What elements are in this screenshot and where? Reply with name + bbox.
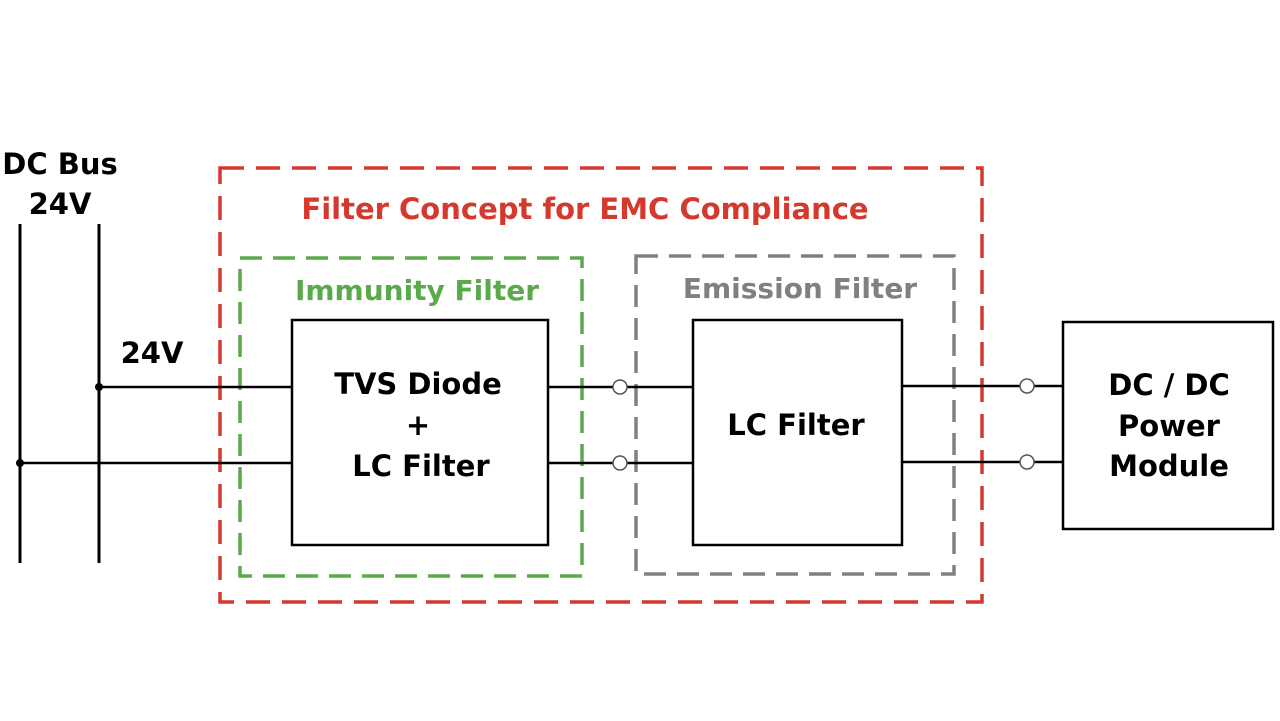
dcdc-power-module-block bbox=[1061, 320, 1275, 531]
connector-bottom-2 bbox=[1019, 454, 1035, 470]
dcdc-block-line1: DC / DC bbox=[1108, 368, 1230, 402]
lc-block-label: LC Filter bbox=[727, 408, 865, 442]
tvs-block-line2: + bbox=[406, 408, 430, 442]
dcdc-block-line2: Power bbox=[1118, 409, 1221, 443]
lc-filter-block bbox=[691, 318, 904, 547]
connector-bottom-1 bbox=[612, 455, 628, 471]
bus-tap-label: 24V bbox=[121, 336, 184, 370]
emission-filter-group-border bbox=[634, 254, 956, 576]
emission-filter-group-title: Emission Filter bbox=[683, 272, 917, 305]
tvs-block-line3: LC Filter bbox=[352, 449, 490, 483]
tvs-block-line1: TVS Diode bbox=[334, 367, 502, 401]
immunity-filter-group-title: Immunity Filter bbox=[295, 274, 539, 307]
immunity-filter-group-border bbox=[238, 256, 584, 578]
bus-title-line1: DC Bus bbox=[2, 147, 117, 181]
bus-title-line2: 24V bbox=[29, 187, 92, 221]
emc-compliance-group-title: Filter Concept for EMC Compliance bbox=[301, 192, 868, 226]
dcdc-block-line3: Module bbox=[1109, 449, 1229, 483]
connector-top-2 bbox=[1019, 378, 1035, 394]
junction-dot-top bbox=[95, 383, 103, 391]
connector-top-1 bbox=[612, 379, 628, 395]
junction-dot-bottom bbox=[16, 459, 24, 467]
tvs-lc-filter-block bbox=[290, 318, 550, 547]
